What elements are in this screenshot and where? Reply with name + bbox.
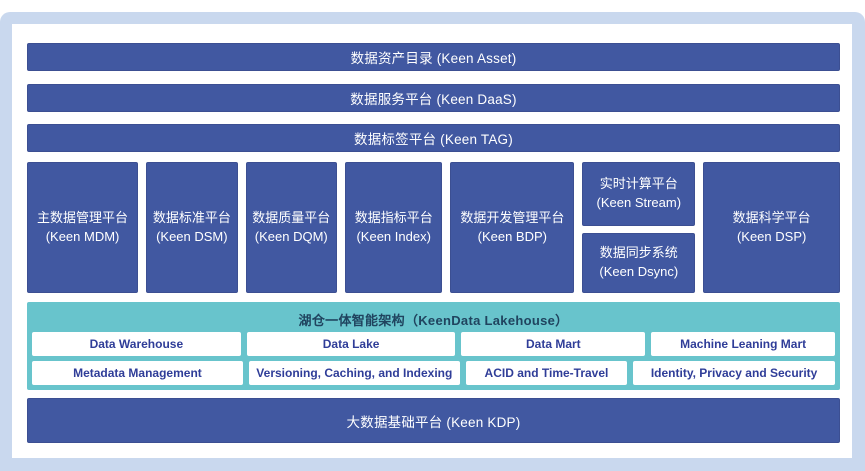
- layer-big-data-base-platform: 大数据基础平台 (Keen KDP): [27, 398, 840, 443]
- lakehouse-row-capabilities: Metadata Management Versioning, Caching,…: [32, 361, 835, 385]
- diagram-content: 数据资产目录 (Keen Asset) 数据服务平台 (Keen DaaS) 数…: [27, 43, 840, 443]
- platform-name-en: (Keen DSM): [156, 228, 228, 244]
- platform-name-zh: 数据开发管理平台: [460, 209, 565, 225]
- platform-box-keen-stream: 实时计算平台 (Keen Stream): [582, 162, 696, 227]
- platform-name-en: (Keen DSP): [736, 228, 807, 244]
- platform-name-en: (Keen Dsync): [599, 264, 679, 280]
- layer-label: 数据资产目录 (Keen Asset): [350, 51, 517, 66]
- lakehouse-cell-machine-leaning-mart: Machine Leaning Mart: [651, 332, 835, 356]
- platform-name-zh: 数据指标平台: [354, 209, 433, 225]
- layer-label: 数据标签平台 (Keen TAG): [354, 132, 513, 147]
- lakehouse-cell-identity-privacy-security: Identity, Privacy and Security: [633, 361, 835, 385]
- platform-box-keen-dsm: 数据标准平台 (Keen DSM): [146, 162, 238, 293]
- platform-box-keen-index: 数据指标平台 (Keen Index): [345, 162, 443, 293]
- platform-name-zh: 数据同步系统: [599, 245, 678, 261]
- lakehouse-title: 湖仓一体智能架构（KeenData Lakehouse）: [298, 312, 569, 328]
- platform-name-en: (Keen BDP): [477, 228, 547, 244]
- layer-data-tag-platform: 数据标签平台 (Keen TAG): [27, 124, 840, 152]
- platform-name-zh: 数据标准平台: [152, 209, 231, 225]
- platform-box-keen-dsp: 数据科学平台 (Keen DSP): [703, 162, 840, 293]
- layer-data-service-platform: 数据服务平台 (Keen DaaS): [27, 84, 840, 112]
- platform-box-keen-bdp: 数据开发管理平台 (Keen BDP): [450, 162, 575, 293]
- lakehouse-row-storage: Data Warehouse Data Lake Data Mart Machi…: [32, 332, 835, 356]
- lakehouse-cell-data-mart: Data Mart: [461, 332, 646, 356]
- platform-box-keen-mdm: 主数据管理平台 (Keen MDM): [27, 162, 139, 293]
- lakehouse-cell-data-warehouse: Data Warehouse: [32, 332, 241, 356]
- platform-name-zh: 实时计算平台: [599, 176, 678, 192]
- platform-name-zh: 数据科学平台: [732, 209, 811, 225]
- platform-stacked-column: 实时计算平台 (Keen Stream) 数据同步系统 (Keen Dsync): [582, 162, 696, 293]
- layer-label: 大数据基础平台 (Keen KDP): [346, 414, 521, 430]
- lakehouse-cell-versioning-caching-indexing: Versioning, Caching, and Indexing: [248, 361, 460, 385]
- platform-name-en: (Keen Index): [356, 228, 431, 244]
- platform-name-zh: 数据质量平台: [252, 209, 331, 225]
- lakehouse-cell-acid-time-travel: ACID and Time-Travel: [465, 361, 628, 385]
- lakehouse-cell-metadata-management: Metadata Management: [32, 361, 243, 385]
- platform-name-zh: 主数据管理平台: [37, 209, 129, 225]
- layer-data-asset-catalog: 数据资产目录 (Keen Asset): [27, 43, 840, 71]
- lakehouse-section: 湖仓一体智能架构（KeenData Lakehouse） Data Wareho…: [27, 302, 840, 390]
- platform-box-keen-dqm: 数据质量平台 (Keen DQM): [245, 162, 338, 293]
- platform-name-en: (Keen DQM): [254, 228, 328, 244]
- platform-box-keen-dsync: 数据同步系统 (Keen Dsync): [582, 233, 696, 293]
- platform-name-en: (Keen Stream): [596, 195, 682, 211]
- layer-label: 数据服务平台 (Keen DaaS): [350, 92, 517, 107]
- platform-boxes-row: 主数据管理平台 (Keen MDM) 数据标准平台 (Keen DSM) 数据质…: [27, 162, 840, 293]
- platform-name-en: (Keen MDM): [45, 228, 120, 244]
- lakehouse-cell-data-lake: Data Lake: [246, 332, 456, 356]
